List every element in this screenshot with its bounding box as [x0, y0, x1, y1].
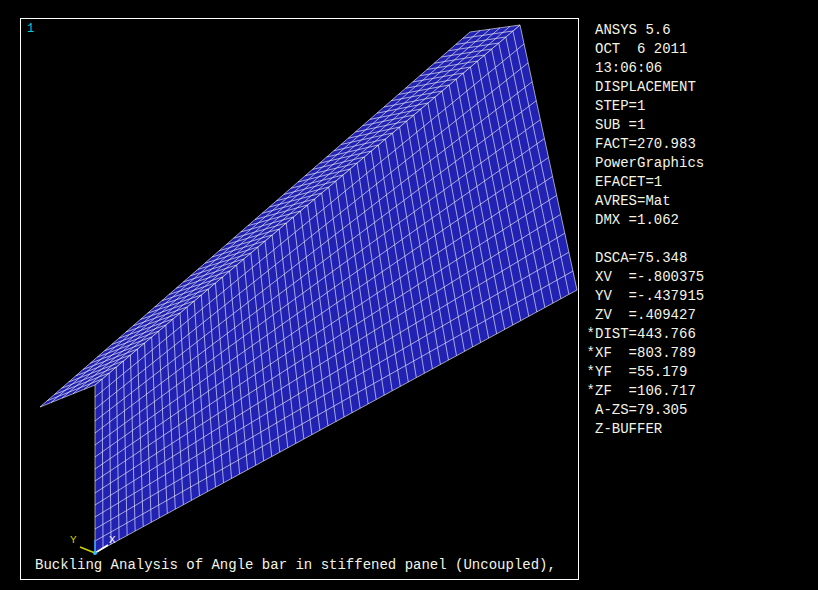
status-line: PowerGraphics — [595, 154, 704, 172]
status-line: EFACET=1 — [595, 173, 662, 191]
status-line: *XF =803.789 — [587, 344, 696, 362]
status-line: DISPLACEMENT — [595, 78, 696, 96]
axis-label: Y — [70, 533, 77, 547]
window-number: 1 — [27, 21, 34, 37]
status-line: DSCA=75.348 — [595, 249, 687, 267]
y-axis — [80, 547, 95, 553]
status-line: *ZF =106.717 — [587, 382, 696, 400]
plot-title: Buckling Analysis of Angle bar in stiffe… — [35, 556, 556, 574]
axis-label: X — [109, 533, 116, 547]
status-line: ZV =.409427 — [595, 306, 696, 324]
status-line: YV =-.437915 — [595, 287, 704, 305]
status-line: *DIST=443.766 — [587, 325, 696, 343]
flange-plate-grid — [40, 25, 520, 407]
status-line: ANSYS 5.6 — [595, 21, 671, 39]
angle-bar-mesh — [40, 25, 577, 553]
status-line: XV =-.800375 — [595, 268, 704, 286]
status-line: DMX =1.062 — [595, 211, 679, 229]
web-plate-grid — [95, 25, 577, 553]
x-axis — [95, 545, 108, 553]
axis-triad — [80, 540, 108, 555]
triad-origin — [93, 551, 97, 555]
web-plate-fill — [95, 25, 577, 553]
status-line: Z-BUFFER — [595, 420, 662, 438]
status-line: *YF =55.179 — [587, 363, 688, 381]
status-line: FACT=270.983 — [595, 135, 696, 153]
status-line: STEP=1 — [595, 97, 645, 115]
status-line: OCT 6 2011 — [595, 40, 687, 58]
status-line: AVRES=Mat — [595, 192, 671, 210]
status-line: A-ZS=79.305 — [595, 401, 687, 419]
window-frame — [21, 19, 579, 580]
flange-plate-fill — [40, 25, 520, 407]
status-line: 13:06:06 — [595, 59, 662, 77]
status-line: SUB =1 — [595, 116, 645, 134]
